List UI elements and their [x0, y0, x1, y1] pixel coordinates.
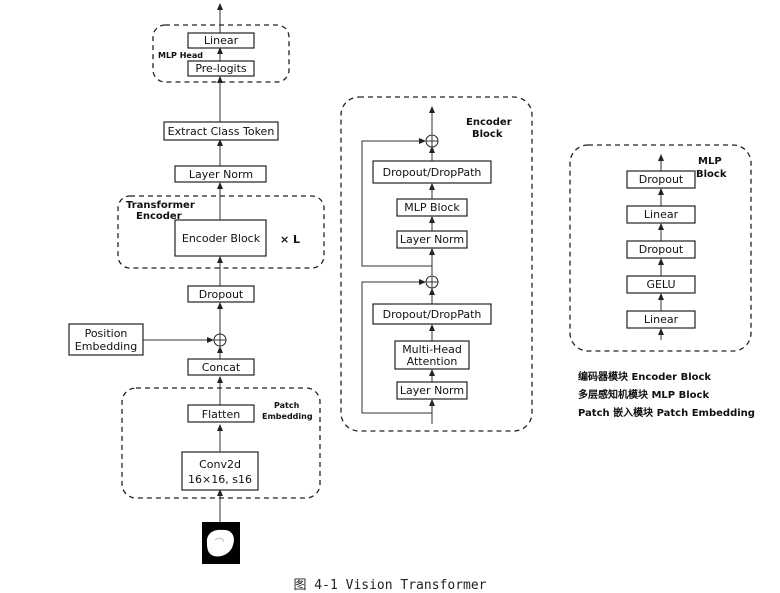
- transformer-encoder-label-2: Encoder: [136, 211, 182, 222]
- droppath-bottom-box: [372, 303, 492, 325]
- layer-norm-bottom-box: [396, 381, 468, 400]
- layer-norm-label: Layer Norm: [189, 168, 253, 181]
- mlp-block-title-1: MLP: [698, 156, 722, 167]
- input-image-shape: [206, 529, 234, 557]
- residual-path-1: [361, 279, 432, 414]
- transformer-encoder-label-1: Transformer: [126, 200, 195, 211]
- transformer-encoder-group: [117, 195, 325, 269]
- encoder-block-box: [174, 219, 267, 257]
- mha-box: [394, 340, 470, 370]
- flatten-label: Flatten: [202, 408, 241, 421]
- mlp-head-group: [152, 24, 290, 83]
- encoder-block-detail-group: [340, 96, 533, 432]
- patch-embedding-group: [121, 387, 321, 499]
- flatten-box: [187, 404, 255, 423]
- layer-norm-top-label: Layer Norm: [400, 233, 464, 246]
- concat-box: [187, 358, 255, 376]
- legend-line-2: 多层感知机模块 MLP Block: [578, 388, 709, 401]
- input-image-detail: [214, 537, 225, 543]
- pre-logits-box: [187, 60, 255, 77]
- droppath-top-label: Dropout/DropPath: [383, 166, 482, 179]
- gelu-box: [626, 275, 696, 294]
- layer-norm-bottom-label: Layer Norm: [400, 384, 464, 397]
- mlp-block-detail-group: [569, 144, 752, 352]
- conv2d-label-2: 16×16, s16: [188, 473, 252, 486]
- droppath-bottom-label: Dropout/DropPath: [383, 308, 482, 321]
- gelu-label: GELU: [646, 278, 675, 291]
- residual-path-2: [361, 138, 432, 267]
- mlp-linear-top-box: [626, 205, 696, 224]
- layer-norm-top-box: [396, 230, 468, 249]
- encoder-block-title-2: Block: [472, 129, 503, 140]
- figure-caption: 图 4-1 Vision Transformer: [293, 578, 487, 593]
- legend-line-1: 编码器模块 Encoder Block: [578, 370, 711, 383]
- mlp-block-title-2: Block: [696, 169, 727, 180]
- extract-class-token-box: [163, 121, 279, 141]
- encoder-block-label: Encoder Block: [182, 232, 261, 245]
- mlp-linear-bottom-label: Linear: [644, 313, 679, 326]
- linear-box: [187, 32, 255, 49]
- times-l-label: × L: [280, 233, 300, 246]
- extract-class-token-label: Extract Class Token: [168, 125, 275, 138]
- mlp-dropout-top-label: Dropout: [639, 173, 684, 186]
- mlp-head-label: MLP Head: [158, 51, 203, 60]
- concat-label: Concat: [202, 361, 241, 374]
- conv2d-box: [181, 451, 259, 491]
- mlp-linear-top-label: Linear: [644, 208, 679, 221]
- conv2d-label-1: Conv2d: [199, 458, 241, 471]
- dropout-label: Dropout: [199, 288, 244, 301]
- patch-embedding-label-2: Embedding: [262, 412, 313, 421]
- droppath-top-box: [372, 160, 492, 184]
- mha-label-2: Attention: [407, 355, 458, 368]
- mlp-block-box: [396, 198, 468, 217]
- dropout-box: [187, 285, 255, 303]
- mha-label-1: Multi-Head: [402, 343, 462, 356]
- patch-embedding-label-1: Patch: [274, 401, 300, 410]
- legend-line-3: Patch 嵌入模块 Patch Embedding: [578, 406, 755, 419]
- encoder-block-title-1: Encoder: [466, 117, 512, 128]
- mlp-linear-bottom-box: [626, 310, 696, 329]
- position-embedding-box: [68, 323, 144, 356]
- position-embedding-label-1: Position: [85, 327, 128, 340]
- position-embedding-label-2: Embedding: [75, 340, 137, 353]
- pre-logits-label: Pre-logits: [195, 62, 247, 75]
- mlp-block-label: MLP Block: [404, 201, 460, 214]
- layer-norm-box: [174, 165, 267, 183]
- mlp-dropout-bottom-box: [626, 240, 696, 259]
- mlp-dropout-top-box: [626, 170, 696, 189]
- mlp-dropout-bottom-label: Dropout: [639, 243, 684, 256]
- linear-label: Linear: [204, 34, 239, 47]
